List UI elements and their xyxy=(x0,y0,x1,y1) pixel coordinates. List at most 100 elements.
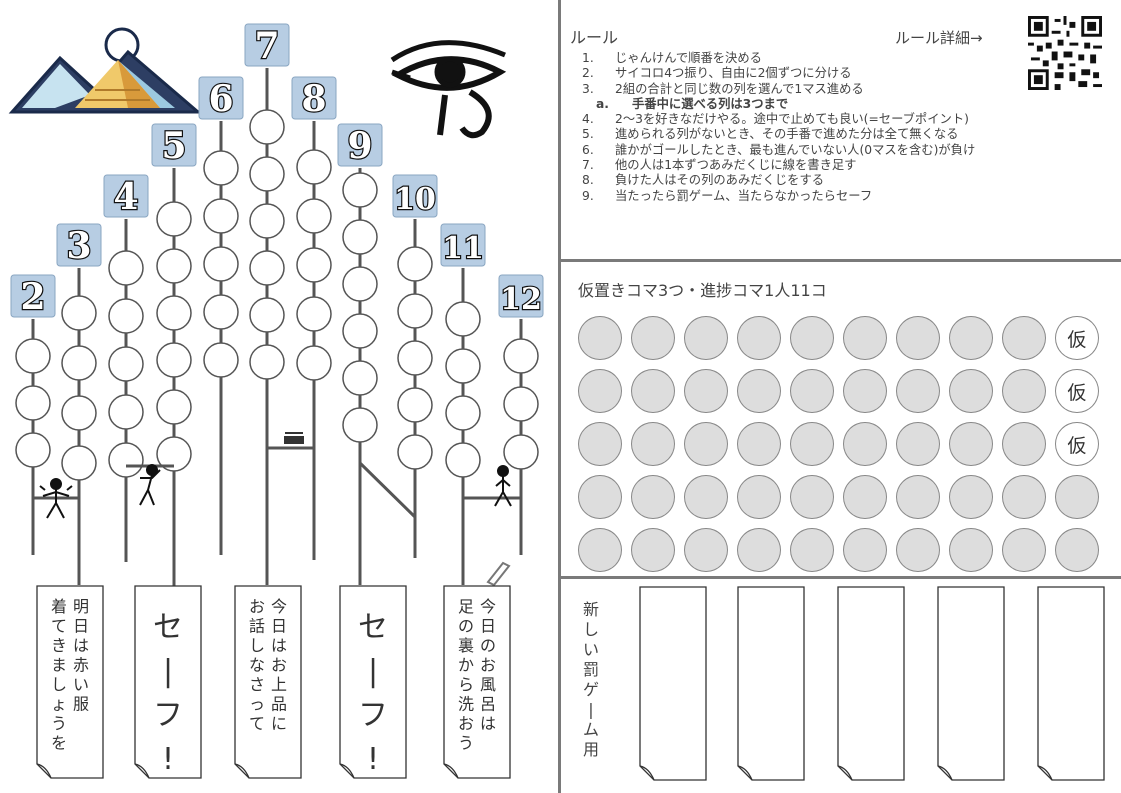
progress-piece[interactable] xyxy=(843,369,887,413)
progress-piece[interactable] xyxy=(578,422,622,466)
progress-piece[interactable] xyxy=(949,528,993,572)
ladder-space[interactable] xyxy=(445,395,481,431)
ladder-space[interactable] xyxy=(397,434,433,470)
blank-penalty-card[interactable] xyxy=(1037,586,1105,781)
ladder-space[interactable] xyxy=(296,198,332,234)
progress-piece[interactable] xyxy=(896,316,940,360)
progress-piece[interactable] xyxy=(1055,475,1099,519)
progress-piece[interactable] xyxy=(949,316,993,360)
ladder-space[interactable] xyxy=(156,248,192,284)
ladder-space[interactable] xyxy=(15,338,51,374)
progress-piece[interactable] xyxy=(684,475,728,519)
temporary-piece[interactable]: 仮 xyxy=(1055,369,1099,413)
ladder-space[interactable] xyxy=(108,298,144,334)
progress-piece[interactable] xyxy=(631,422,675,466)
ladder-space[interactable] xyxy=(342,266,378,302)
ladder-space[interactable] xyxy=(296,296,332,332)
progress-piece[interactable] xyxy=(896,528,940,572)
progress-piece[interactable] xyxy=(1002,528,1046,572)
progress-piece[interactable] xyxy=(843,528,887,572)
temporary-piece[interactable]: 仮 xyxy=(1055,316,1099,360)
progress-piece[interactable] xyxy=(684,316,728,360)
progress-piece[interactable] xyxy=(1055,528,1099,572)
progress-piece[interactable] xyxy=(790,528,834,572)
ladder-space[interactable] xyxy=(503,434,539,470)
rules-detail-link[interactable]: ルール詳細→ xyxy=(895,29,983,47)
ladder-space[interactable] xyxy=(61,395,97,431)
ladder-space[interactable] xyxy=(249,109,285,145)
ladder-space[interactable] xyxy=(108,250,144,286)
progress-piece[interactable] xyxy=(1002,422,1046,466)
progress-piece[interactable] xyxy=(631,475,675,519)
ladder-space[interactable] xyxy=(156,342,192,378)
progress-piece[interactable] xyxy=(896,475,940,519)
ladder-space[interactable] xyxy=(249,203,285,239)
progress-piece[interactable] xyxy=(737,475,781,519)
ladder-space[interactable] xyxy=(156,201,192,237)
progress-piece[interactable] xyxy=(896,422,940,466)
ladder-space[interactable] xyxy=(203,342,239,378)
ladder-space[interactable] xyxy=(296,345,332,381)
ladder-space[interactable] xyxy=(397,293,433,329)
progress-piece[interactable] xyxy=(578,475,622,519)
progress-piece[interactable] xyxy=(737,316,781,360)
progress-piece[interactable] xyxy=(790,422,834,466)
ladder-space[interactable] xyxy=(342,407,378,443)
progress-piece[interactable] xyxy=(949,422,993,466)
blank-penalty-card[interactable] xyxy=(737,586,805,781)
blank-penalty-card[interactable] xyxy=(937,586,1005,781)
ladder-space[interactable] xyxy=(108,346,144,382)
ladder-space[interactable] xyxy=(156,389,192,425)
ladder-space[interactable] xyxy=(397,387,433,423)
ladder-space[interactable] xyxy=(156,295,192,331)
ladder-space[interactable] xyxy=(15,385,51,421)
temporary-piece[interactable]: 仮 xyxy=(1055,422,1099,466)
ladder-space[interactable] xyxy=(342,360,378,396)
progress-piece[interactable] xyxy=(843,475,887,519)
progress-piece[interactable] xyxy=(843,316,887,360)
progress-piece[interactable] xyxy=(631,369,675,413)
ladder-space[interactable] xyxy=(15,432,51,468)
progress-piece[interactable] xyxy=(684,369,728,413)
ladder-space[interactable] xyxy=(397,340,433,376)
progress-piece[interactable] xyxy=(578,528,622,572)
progress-piece[interactable] xyxy=(790,475,834,519)
ladder-space[interactable] xyxy=(203,246,239,282)
ladder-space[interactable] xyxy=(249,344,285,380)
ladder-space[interactable] xyxy=(342,219,378,255)
ladder-space[interactable] xyxy=(249,297,285,333)
ladder-space[interactable] xyxy=(503,386,539,422)
progress-piece[interactable] xyxy=(578,316,622,360)
progress-piece[interactable] xyxy=(737,528,781,572)
ladder-space[interactable] xyxy=(445,301,481,337)
ladder-space[interactable] xyxy=(156,436,192,472)
ladder-space[interactable] xyxy=(203,198,239,234)
progress-piece[interactable] xyxy=(949,475,993,519)
progress-piece[interactable] xyxy=(737,369,781,413)
progress-piece[interactable] xyxy=(843,422,887,466)
progress-piece[interactable] xyxy=(1002,475,1046,519)
ladder-space[interactable] xyxy=(445,348,481,384)
ladder-space[interactable] xyxy=(249,250,285,286)
progress-piece[interactable] xyxy=(1002,369,1046,413)
progress-piece[interactable] xyxy=(949,369,993,413)
progress-piece[interactable] xyxy=(790,369,834,413)
ladder-space[interactable] xyxy=(296,149,332,185)
ladder-space[interactable] xyxy=(249,156,285,192)
progress-piece[interactable] xyxy=(896,369,940,413)
ladder-space[interactable] xyxy=(445,442,481,478)
blank-penalty-card[interactable] xyxy=(837,586,905,781)
progress-piece[interactable] xyxy=(684,528,728,572)
progress-piece[interactable] xyxy=(737,422,781,466)
ladder-space[interactable] xyxy=(108,394,144,430)
qr-code[interactable] xyxy=(1028,16,1102,90)
progress-piece[interactable] xyxy=(631,316,675,360)
progress-piece[interactable] xyxy=(790,316,834,360)
ladder-space[interactable] xyxy=(342,313,378,349)
ladder-space[interactable] xyxy=(61,345,97,381)
ladder-space[interactable] xyxy=(203,294,239,330)
ladder-space[interactable] xyxy=(203,150,239,186)
progress-piece[interactable] xyxy=(631,528,675,572)
ladder-space[interactable] xyxy=(61,445,97,481)
progress-piece[interactable] xyxy=(578,369,622,413)
